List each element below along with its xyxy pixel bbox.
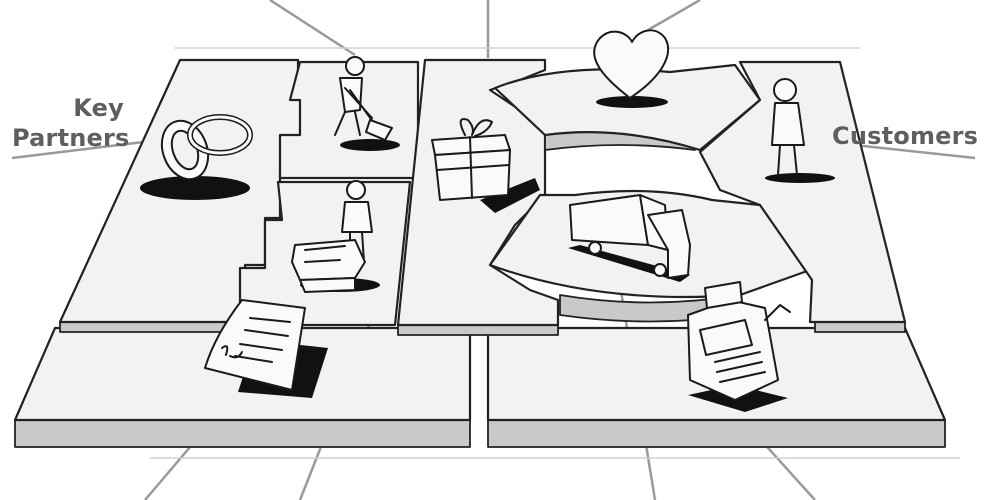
- key-partners-label-line2: Partners: [12, 124, 130, 152]
- digging-worker-icon: [334, 56, 400, 151]
- invoice-icon: [204, 299, 328, 398]
- key-partners-label: Key Partners: [12, 93, 130, 153]
- gift-box-icon: [431, 118, 540, 213]
- interlocked-rings-icon: [140, 114, 253, 200]
- key-partners-label-line1: Key: [73, 94, 124, 122]
- delivery-truck-icon: [568, 194, 691, 282]
- customers-label: Customers: [832, 122, 979, 150]
- person-icon: [765, 78, 835, 183]
- guide-lines: [150, 47, 960, 459]
- heart-icon: [593, 29, 670, 108]
- cash-register-icon: [687, 281, 791, 412]
- worker-machine-icon: [291, 180, 380, 293]
- customer-segments-block: [698, 60, 907, 333]
